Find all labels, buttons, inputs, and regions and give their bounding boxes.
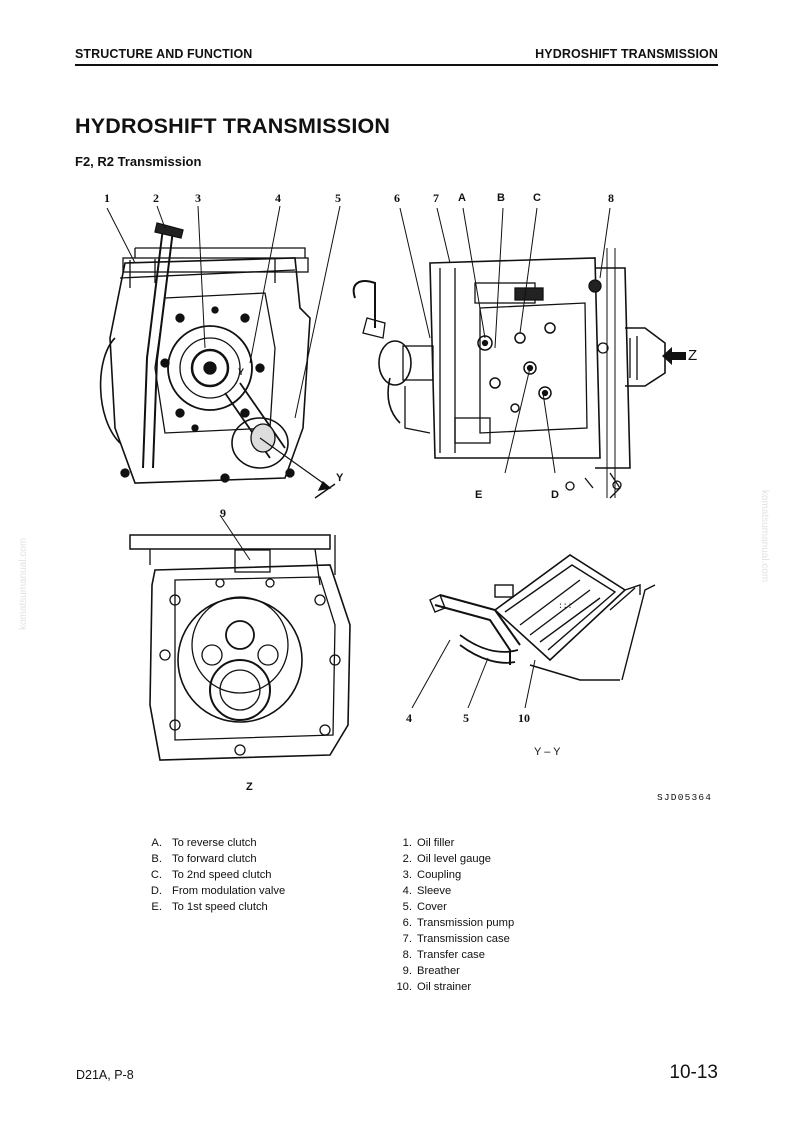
legend-text: Oil strainer	[417, 981, 472, 993]
legend-item: 4. Sleeve	[390, 883, 514, 899]
legend-key: E.	[151, 901, 162, 913]
legend-key: 3.	[402, 869, 412, 881]
legend-item: 7. Transmission case	[390, 931, 514, 947]
callout-section-4: 4	[406, 711, 412, 725]
legend-text: Transmission case	[417, 933, 510, 945]
legend-item: C. To 2nd speed clutch	[148, 867, 285, 883]
legend-text: Sleeve	[417, 885, 452, 897]
legend-text: To 2nd speed clutch	[172, 869, 272, 881]
callout-3: 3	[195, 191, 201, 205]
legend-text: Coupling	[417, 869, 462, 881]
legend-text: Oil filler	[417, 837, 455, 849]
legend-text: Transmission pump	[417, 917, 515, 929]
watermark-left: komatsumanual.com	[18, 537, 29, 630]
view-z-arrow	[662, 347, 686, 365]
section-arrow-label-y-inner: Y	[238, 367, 245, 377]
svg-text::::: :::	[558, 602, 572, 611]
callout-section-10: 10	[518, 711, 530, 725]
callout-d: D	[551, 489, 559, 501]
callout-9: 9	[220, 506, 226, 520]
legend-text: To reverse clutch	[172, 837, 257, 849]
legend-key: 9.	[402, 965, 412, 977]
figure-code: SJD05364	[657, 792, 713, 803]
transmission-front-view-drawing	[345, 188, 695, 508]
legend-item: E. To 1st speed clutch	[148, 899, 285, 915]
view-z-arrow-label: Z	[688, 347, 698, 364]
legend-item: 3. Coupling	[390, 867, 514, 883]
legend-text: To forward clutch	[172, 853, 257, 865]
legend-item: 1. Oil filler	[390, 835, 514, 851]
legend-item: 6. Transmission pump	[390, 915, 515, 931]
legend-text: From modulation valve	[172, 885, 286, 897]
section-y-y-drawing: :::	[400, 550, 660, 720]
callout-5: 5	[335, 191, 341, 205]
legend-text: To 1st speed clutch	[172, 901, 268, 913]
legend-key: D.	[150, 885, 162, 897]
legend-key: C.	[150, 869, 162, 881]
callout-8: 8	[608, 191, 614, 205]
legend-item: A. To reverse clutch	[148, 835, 285, 851]
legend-key: 7.	[402, 933, 412, 945]
legend-item: 2. Oil level gauge	[390, 851, 514, 867]
callout-e: E	[475, 489, 483, 501]
callout-section-5: 5	[463, 711, 469, 725]
legend-key: 10.	[396, 981, 412, 993]
callout-b: B	[497, 192, 505, 204]
legend-ports: A.To reverse clutch B.To forward clutch …	[148, 835, 285, 915]
callout-2: 2	[153, 191, 159, 205]
page-subtitle: F2, R2 Transmission	[75, 154, 202, 169]
legend-key: 6.	[402, 917, 412, 929]
page-title: HYDROSHIFT TRANSMISSION	[75, 114, 391, 138]
section-arrow-label-y: Y	[336, 472, 344, 484]
legend-key: B.	[151, 853, 162, 865]
legend-item: B. To forward clutch	[148, 851, 285, 867]
legend-item: D. From modulation valve	[148, 883, 285, 899]
legend-key: 2.	[402, 853, 412, 865]
legend-text: Cover	[417, 901, 447, 913]
legend-item: 9. Breather	[390, 963, 514, 979]
legend-key: 5.	[402, 901, 412, 913]
callout-1: 1	[104, 191, 110, 205]
legend-text: Oil level gauge	[417, 853, 492, 865]
section-caption: Y – Y	[534, 746, 561, 758]
transmission-side-view-drawing	[95, 188, 365, 508]
view-z-drawing	[120, 505, 360, 775]
view-z-caption: Z	[246, 781, 253, 793]
legend-key: 1.	[402, 837, 412, 849]
callout-a: A	[458, 192, 466, 204]
legend-parts: 1. Oil filler 2. Oil level gauge 3. Couplin…	[390, 835, 514, 995]
running-header-topic: HYDROSHIFT TRANSMISSION	[535, 47, 718, 61]
callout-c: C	[533, 192, 541, 204]
callout-6: 6	[394, 191, 400, 205]
callout-7: 7	[433, 191, 439, 205]
legend-item: 10. Oil strainer	[390, 979, 514, 995]
running-header-section: STRUCTURE AND FUNCTION	[75, 47, 253, 61]
legend-item: 5. Cover	[390, 899, 514, 915]
header-rule	[75, 64, 718, 66]
callout-4: 4	[275, 191, 281, 205]
legend-key: A.	[151, 837, 162, 849]
legend-key: 8.	[402, 949, 412, 961]
legend-item: 8. Transfer case	[390, 947, 514, 963]
legend-key: 4.	[402, 885, 412, 897]
legend-text: Breather	[417, 965, 460, 977]
legend-text: Transfer case	[417, 949, 485, 961]
footer-page-number: 10-13	[669, 1062, 718, 1083]
watermark-right: komatsumanual.com	[759, 490, 770, 583]
footer-model: D21A, P-8	[76, 1068, 134, 1082]
